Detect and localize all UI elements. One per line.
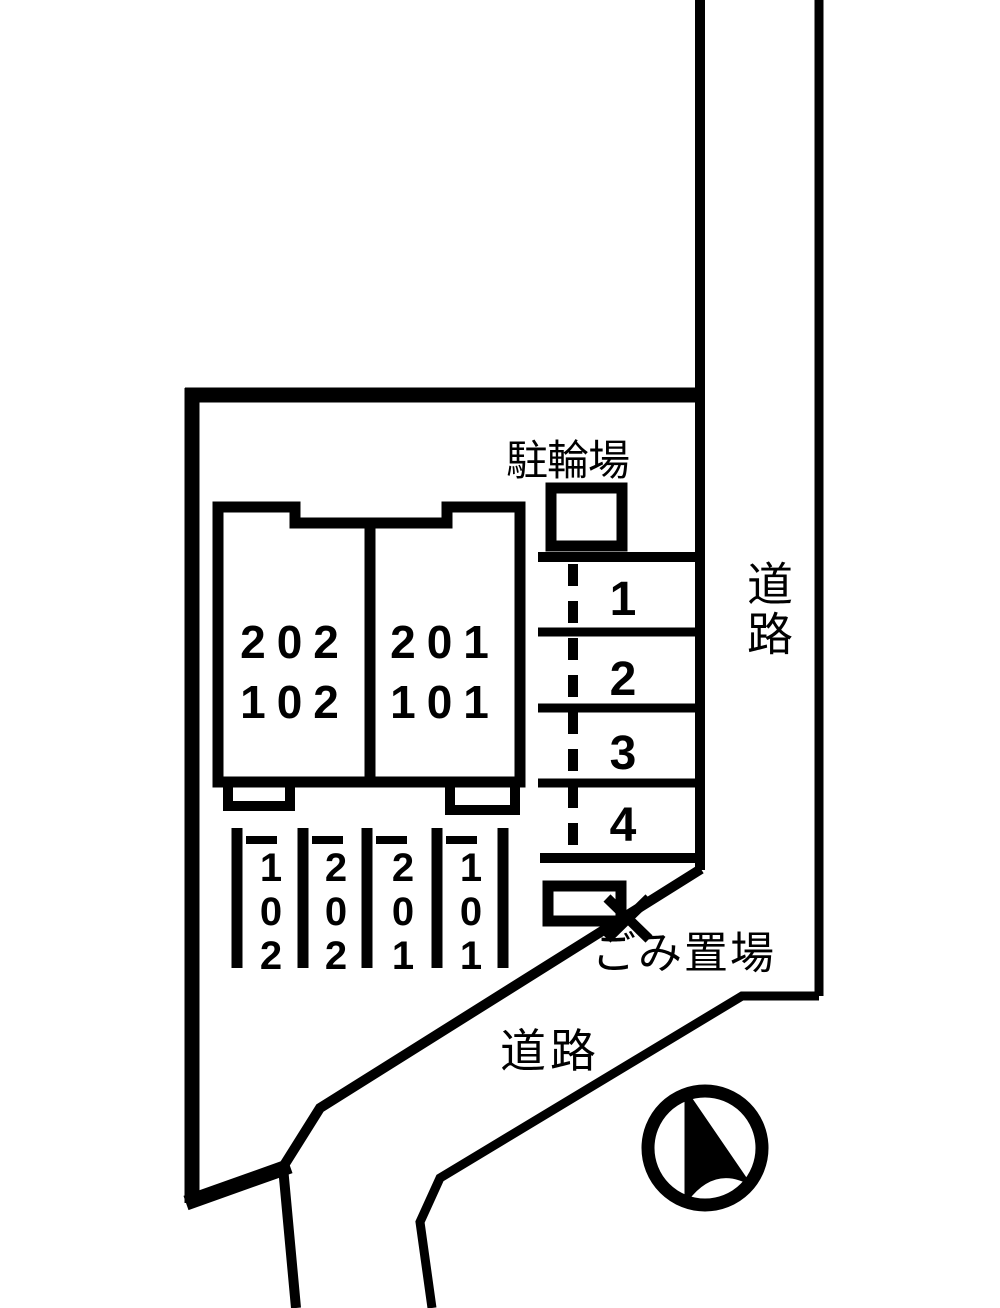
parking-lines (538, 552, 703, 863)
garbage-box (542, 880, 627, 927)
building-right-porch (445, 782, 520, 815)
stall-lines (231, 828, 509, 968)
unit-right-lower: 101 (390, 676, 500, 728)
unit-label-left: 202 102 (222, 612, 368, 732)
road-label-bottom: 道路 (500, 1025, 600, 1077)
bicycle-parking-box (545, 482, 628, 552)
parking-space-number-3: 3 (609, 727, 637, 780)
property-boundary (183, 387, 700, 1211)
garbage-x-mark-icon (603, 894, 653, 943)
unit-right-upper: 201 (390, 616, 500, 668)
garbage-label: ごみ置場 (592, 929, 776, 978)
building-left-porch (223, 782, 295, 811)
stall-label-202: 202 (314, 846, 358, 978)
stall-label-101: 101 (449, 846, 493, 978)
parking-space-number-4: 4 (609, 799, 637, 852)
garbage-area (542, 880, 653, 943)
property-boundary-bottom-diagonal (183, 1158, 293, 1211)
unit-left-upper: 202 (240, 616, 350, 668)
unit-left-lower: 102 (240, 676, 350, 728)
parking-space-number-1: 1 (609, 573, 637, 626)
property-cut-line (277, 864, 704, 1308)
road-label-right: 道路 (741, 560, 793, 660)
building (212, 501, 526, 815)
stall-label-102: 102 (249, 846, 293, 978)
stall-label-201: 201 (381, 846, 425, 978)
building-outline (212, 501, 526, 788)
north-arrow-icon (641, 1084, 769, 1212)
north-arrow-circle (641, 1084, 769, 1212)
bicycle-parking-label: 駐輪場 (506, 437, 630, 484)
parking-space-number-2: 2 (609, 653, 637, 706)
road-lines (277, 0, 824, 1308)
unit-label-right: 201 101 (372, 612, 518, 732)
road-bottom-far-edge (415, 991, 819, 1308)
north-arrow-needle (688, 1092, 753, 1201)
